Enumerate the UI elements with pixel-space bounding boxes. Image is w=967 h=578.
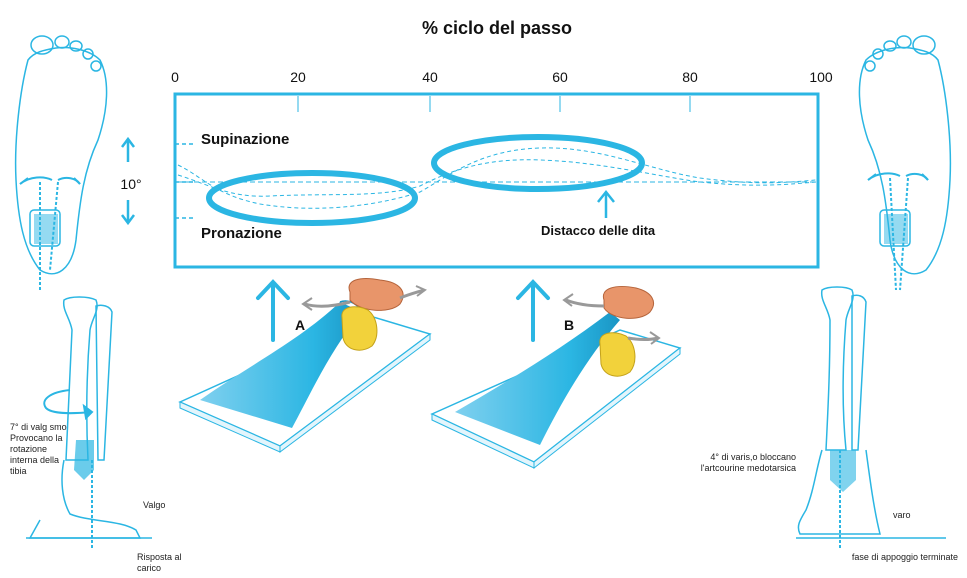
supination-label: Supinazione bbox=[201, 131, 289, 148]
axis-tick-labels: 0 20 40 60 80 100 bbox=[171, 69, 833, 85]
insole-b-illustration bbox=[430, 286, 682, 470]
right-lock-note: 4° di varis,o bloccano l'artcourine medo… bbox=[700, 452, 796, 473]
right-varus-note: varo bbox=[893, 510, 911, 520]
right-foot-rotation-arrows bbox=[867, 172, 929, 291]
left-valgus-note: Valgo bbox=[143, 500, 166, 510]
left-foot-rotation-arrows bbox=[19, 176, 81, 290]
motion-curve-upper bbox=[177, 147, 817, 209]
tick-label-100: 100 bbox=[809, 69, 833, 85]
scale-dashes bbox=[175, 143, 195, 219]
left-tibia-rotation-arrow bbox=[43, 389, 94, 421]
motion-curve-lower bbox=[177, 159, 817, 197]
tick-label-20: 20 bbox=[290, 69, 306, 85]
insole-a-illustration bbox=[178, 278, 432, 453]
phase-a-arrow bbox=[256, 279, 290, 342]
tick-label-80: 80 bbox=[682, 69, 698, 85]
pronation-label: Pronazione bbox=[201, 225, 282, 242]
toe-off-arrow bbox=[597, 189, 615, 218]
tick-label-0: 0 bbox=[171, 69, 179, 85]
supination-ellipse bbox=[431, 134, 645, 192]
right-phase-note: fase di appoggio terminate bbox=[851, 552, 958, 562]
left-foot-outline bbox=[14, 35, 108, 275]
phase-a-label: A bbox=[295, 317, 305, 333]
angle-arrows bbox=[121, 136, 135, 226]
pronation-ellipse bbox=[206, 170, 418, 226]
phase-b-arrow bbox=[516, 279, 550, 342]
chart-frame bbox=[173, 92, 820, 269]
right-leg-outline bbox=[797, 286, 881, 535]
tick-marks bbox=[297, 96, 691, 112]
left-ankle-highlight bbox=[74, 440, 94, 480]
phase-b-label: B bbox=[564, 317, 574, 333]
toe-off-label: Distacco delle dita bbox=[541, 223, 656, 238]
angle-label: 10° bbox=[120, 176, 141, 192]
tick-label-60: 60 bbox=[552, 69, 568, 85]
left-rotation-note: 7° di valg smo Provocano la rotazione in… bbox=[10, 422, 67, 476]
left-leg-outline bbox=[28, 296, 142, 539]
right-ankle-highlight bbox=[830, 450, 856, 492]
chart-title: % ciclo del passo bbox=[422, 18, 572, 38]
left-phase-note: Risposta al carico bbox=[137, 552, 182, 573]
right-foot-outline bbox=[858, 35, 952, 275]
tick-label-40: 40 bbox=[422, 69, 438, 85]
